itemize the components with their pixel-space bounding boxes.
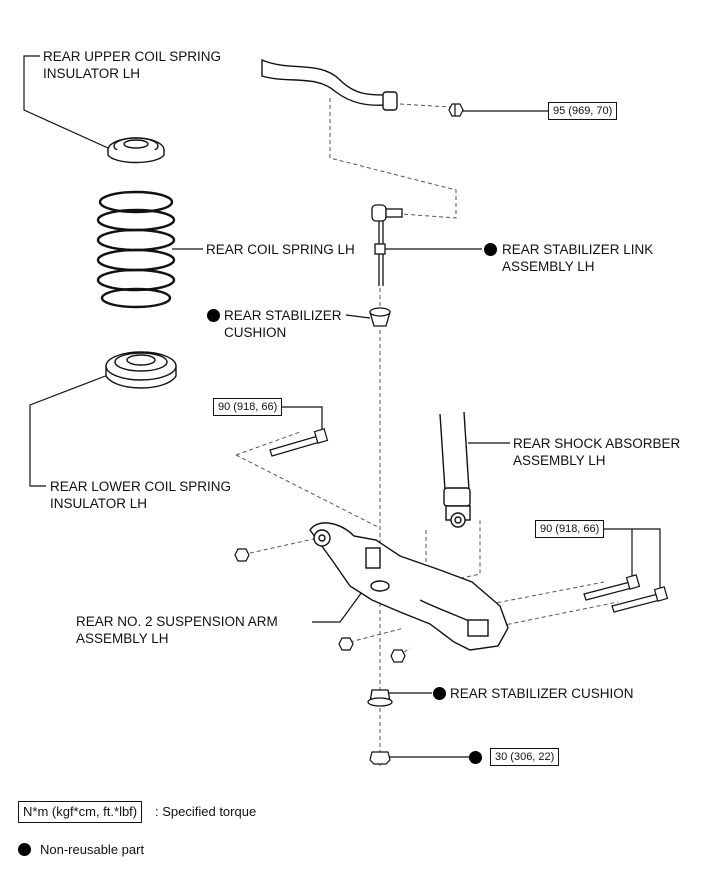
torque-bottom-nut: 30 (306, 22)	[490, 748, 560, 766]
label-suspension-arm: REAR NO. 2 SUSPENSION ARM ASSEMBLY LH	[76, 613, 278, 647]
front-bolt	[269, 428, 329, 457]
arm-nuts	[234, 548, 406, 663]
nonreusable-dot-cushion-upper	[207, 309, 220, 322]
label-lower-insulator: REAR LOWER COIL SPRING INSULATOR LH	[50, 478, 231, 512]
nonreusable-dot-bottom-nut	[469, 751, 482, 764]
label-suspension-arm-line1: REAR NO. 2 SUSPENSION ARM	[76, 614, 278, 629]
leader-lower-insulator	[29, 374, 109, 487]
label-stabilizer-link-line2: ASSEMBLY LH	[502, 259, 595, 274]
leader-cushion-upper	[345, 314, 371, 319]
suspension-arm	[309, 522, 509, 651]
stabilizer-link	[371, 204, 403, 286]
label-coil-spring: REAR COIL SPRING LH	[206, 242, 355, 257]
label-cushion-upper-line2: CUSHION	[224, 325, 287, 340]
upper-insulator	[107, 137, 165, 164]
leader-rear-bolts	[604, 528, 661, 592]
legend-torque-desc: : Specified torque	[155, 804, 257, 819]
shock-absorber	[439, 411, 471, 528]
stabilizer-bar	[261, 58, 398, 111]
cushion-lower	[367, 689, 393, 707]
label-stabilizer-link-line1: REAR STABILIZER LINK	[502, 242, 654, 257]
leader-upper-insulator	[23, 55, 109, 149]
leader-front-bolt	[279, 406, 323, 430]
legend-nonreusable-text: Non-reusable part	[40, 842, 145, 857]
cushion-upper	[369, 307, 391, 327]
lower-insulator	[105, 351, 177, 389]
label-cushion-lower: REAR STABILIZER CUSHION	[450, 686, 634, 701]
leader-arm	[312, 591, 363, 623]
torque-rear-bolts: 90 (918, 66)	[535, 520, 605, 538]
coil-spring	[96, 190, 176, 309]
label-shock-absorber-line2: ASSEMBLY LH	[513, 453, 606, 468]
label-lower-insulator-line2: INSULATOR LH	[50, 496, 148, 511]
label-shock-absorber-line1: REAR SHOCK ABSORBER	[513, 436, 681, 451]
label-cushion-upper: REAR STABILIZER CUSHION	[224, 307, 342, 341]
label-stabilizer-link: REAR STABILIZER LINK ASSEMBLY LH	[502, 241, 653, 275]
legend-nonreusable-dot	[18, 843, 31, 856]
label-shock-absorber: REAR SHOCK ABSORBER ASSEMBLY LH	[513, 435, 680, 469]
rear-bolts	[583, 574, 669, 613]
nonreusable-dot-cushion-lower	[433, 687, 446, 700]
bottom-nut	[369, 751, 391, 765]
label-upper-insulator-line2: INSULATOR LH	[43, 66, 141, 81]
label-suspension-arm-line2: ASSEMBLY LH	[76, 631, 169, 646]
label-lower-insulator-line1: REAR LOWER COIL SPRING	[50, 479, 232, 494]
nonreusable-dot-link	[484, 243, 497, 256]
legend-torque-unit: N*m (kgf*cm, ft.*lbf)	[18, 801, 143, 823]
link-nut	[448, 103, 464, 117]
torque-front-bolt: 90 (918, 66)	[213, 398, 283, 416]
label-upper-insulator-line1: REAR UPPER COIL SPRING	[43, 49, 222, 64]
label-upper-insulator: REAR UPPER COIL SPRING INSULATOR LH	[43, 48, 221, 82]
label-cushion-upper-line1: REAR STABILIZER	[224, 308, 342, 323]
torque-link-nut: 95 (969, 70)	[548, 102, 618, 120]
